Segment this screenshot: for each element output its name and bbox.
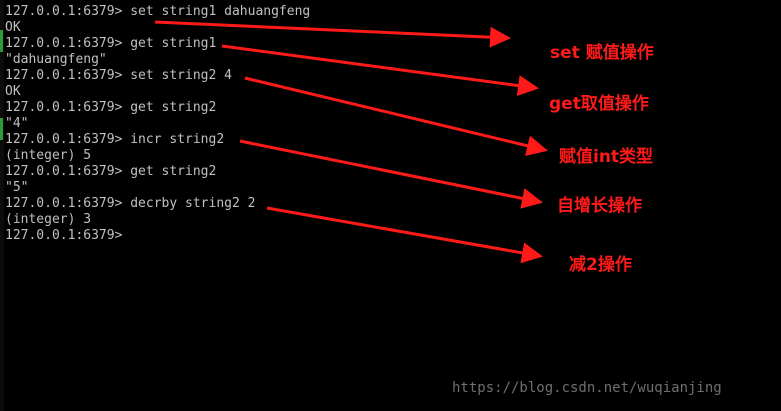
terminal-line: OK xyxy=(5,20,21,35)
terminal-line: 127.0.0.1:6379> set string2 4 xyxy=(5,68,232,83)
watermark-url: https://blog.csdn.net/wuqianjing xyxy=(452,380,722,396)
edge-marker-top xyxy=(0,30,3,52)
terminal-line: (integer) 5 xyxy=(5,148,92,163)
window-left-edge xyxy=(0,0,4,411)
annotation-assign-int: 赋值int类型 xyxy=(559,147,654,167)
terminal-line: 127.0.0.1:6379> get string1 xyxy=(5,36,217,51)
edge-marker-middle xyxy=(0,118,3,140)
terminal-line: 127.0.0.1:6379> decrby string2 2 xyxy=(5,196,256,211)
annotation-set-assign: set 赋值操作 xyxy=(550,43,654,63)
terminal-line: 127.0.0.1:6379> get string2 xyxy=(5,100,217,115)
terminal-output: 127.0.0.1:6379> set string1 dahuangfeng … xyxy=(5,4,310,244)
terminal-line: (integer) 3 xyxy=(5,212,92,227)
terminal-line: "dahuangfeng" xyxy=(5,52,107,67)
terminal-line: "4" xyxy=(5,116,29,131)
terminal-prompt-line[interactable]: 127.0.0.1:6379> xyxy=(5,228,123,243)
terminal-line: 127.0.0.1:6379> incr string2 xyxy=(5,132,225,147)
terminal-line: OK xyxy=(5,84,21,99)
annotation-increment: 自增长操作 xyxy=(557,196,642,216)
annotation-decrement: 减2操作 xyxy=(569,255,632,275)
annotation-get-value: get取值操作 xyxy=(549,94,649,114)
terminal-line: 127.0.0.1:6379> get string2 xyxy=(5,164,217,179)
terminal-line: "5" xyxy=(5,180,29,195)
terminal-line: 127.0.0.1:6379> set string1 dahuangfeng xyxy=(5,4,311,19)
